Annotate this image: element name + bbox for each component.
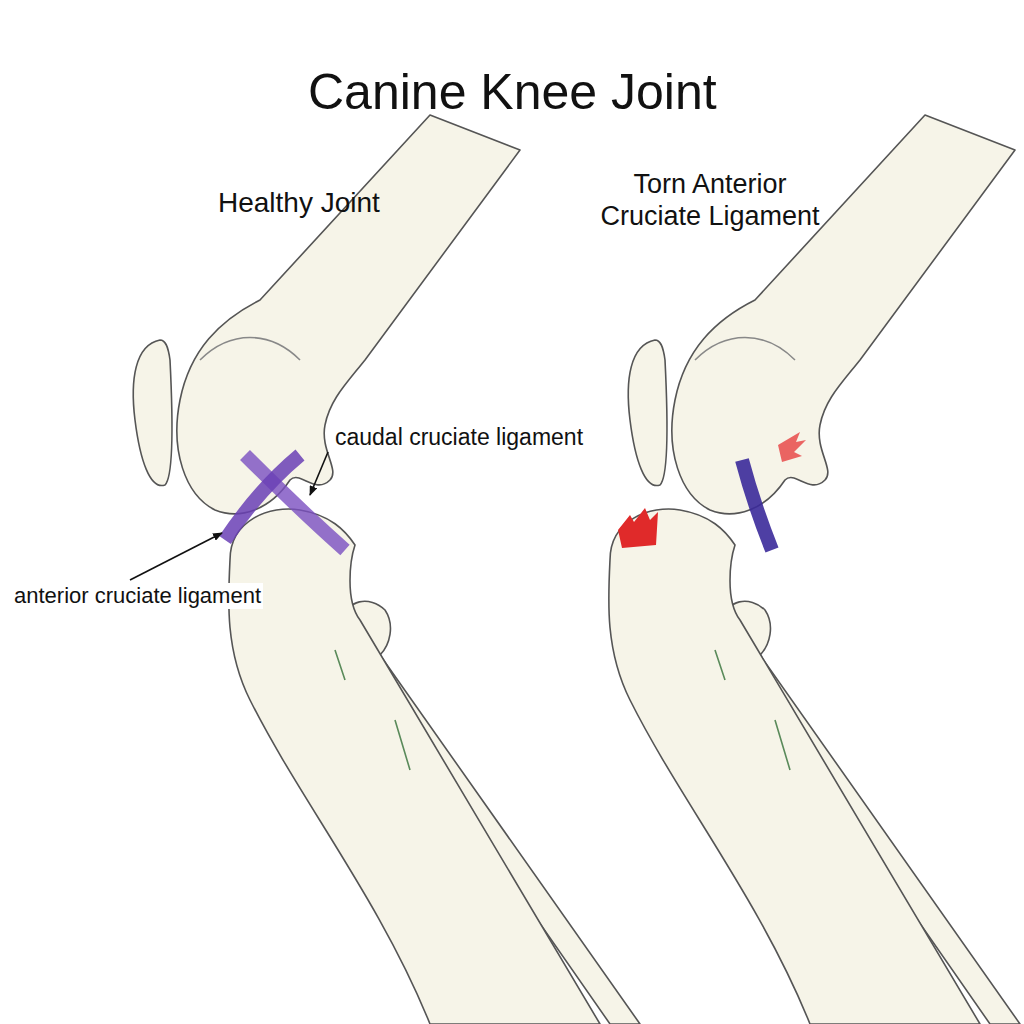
femur-contour xyxy=(200,338,300,361)
panel-heading: Healthy Joint xyxy=(218,186,380,220)
torn-stub xyxy=(618,508,658,548)
femur-contour xyxy=(695,338,795,361)
panel-heading: Torn Anterior Cruciate Ligament xyxy=(580,168,840,233)
part-label: anterior cruciate ligament xyxy=(12,583,263,609)
patella xyxy=(133,340,172,486)
diagram-title: Canine Knee Joint xyxy=(308,62,717,122)
torn-stub xyxy=(778,432,806,462)
caudal-ligament xyxy=(742,460,772,550)
tibia-contour xyxy=(715,650,790,770)
leader-arrow xyxy=(310,452,328,495)
part-label: caudal cruciate ligament xyxy=(333,424,585,452)
tibia xyxy=(609,509,980,1024)
leader-arrow xyxy=(130,533,222,580)
torn-knee xyxy=(609,115,1020,1024)
anterior-ligament xyxy=(225,455,300,540)
patella xyxy=(628,340,667,486)
tibia xyxy=(229,509,600,1024)
healthy-knee xyxy=(133,115,640,1024)
femur xyxy=(177,115,520,514)
tibia-contour xyxy=(335,650,410,770)
